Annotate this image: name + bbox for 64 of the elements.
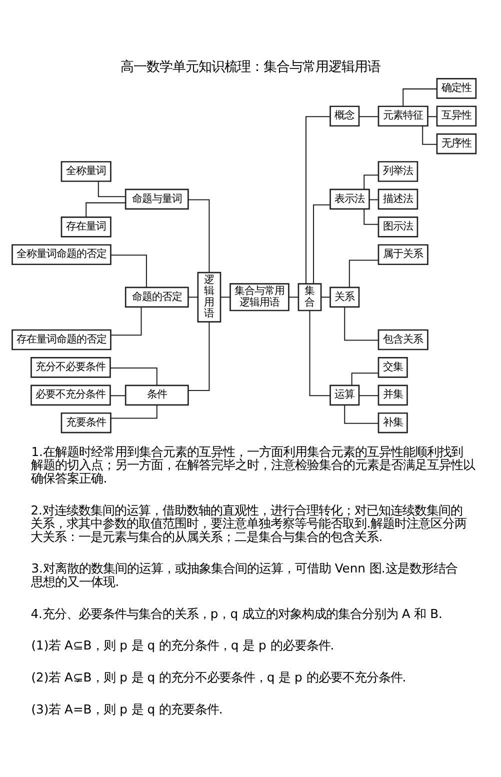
node-box: 关系 bbox=[330, 286, 360, 308]
connector bbox=[98, 180, 126, 197]
node-box: 充要条件 bbox=[60, 412, 112, 433]
connector bbox=[402, 88, 437, 106]
connector bbox=[111, 306, 142, 336]
connector bbox=[359, 394, 378, 396]
node-box: 描述法 bbox=[378, 188, 418, 210]
connector bbox=[351, 372, 378, 385]
connector bbox=[344, 306, 378, 340]
connector bbox=[369, 198, 378, 200]
connector bbox=[188, 296, 198, 298]
node-box: 交集 bbox=[378, 356, 408, 378]
node-box: 命题与量词 bbox=[124, 188, 189, 210]
label: 2.对连续数集间的运算，借助数轴的直观性，进行合理转化；对已知连续数集间的关系，求其中参数的取值范围时，要注意单独考察等号能否取到.解题时注意区分两大关系：一是元素与集合的从属关系；二是集合与集合的包含关系. bbox=[30, 502, 467, 544]
node-box: 命题的否定 bbox=[124, 286, 189, 308]
node-box: 集合与常用逻辑用语 bbox=[230, 282, 290, 311]
label: 1.在解题时经常用到集合元素的互异性，一方面利用集合元素的互异性能顺利找到解题的切入点；另一方面，在解答完毕之时，注意检验集合的元素是否满足互异性以确保答案正确. bbox=[31, 444, 476, 485]
connector bbox=[220, 296, 230, 298]
node-box: 无序性 bbox=[436, 132, 477, 154]
node-box: 列举法 bbox=[378, 160, 418, 182]
connector bbox=[86, 202, 126, 217]
connector bbox=[305, 116, 330, 284]
node-box: 存在量词命题的否定 bbox=[12, 328, 112, 350]
connector bbox=[309, 310, 330, 396]
connector bbox=[110, 254, 147, 287]
connector bbox=[321, 296, 330, 298]
connector bbox=[110, 394, 126, 396]
label: (1)若 A⊆B，则 p 是 q 的充分条件，q 是 p 的必要条件. bbox=[31, 638, 334, 652]
connector bbox=[188, 198, 210, 272]
node-box: 必要不充分条件 bbox=[30, 384, 111, 406]
connector bbox=[188, 322, 210, 391]
node-box: 元素特征 bbox=[378, 105, 428, 126]
node-box: 表示法 bbox=[330, 188, 370, 210]
connector bbox=[344, 404, 378, 424]
node-box: 全称量词 bbox=[60, 160, 112, 182]
node-box: 逻辑用语 bbox=[197, 271, 222, 322]
diagram-title: 高一数学单元知识梳理：集合与常用逻辑用语 bbox=[120, 59, 380, 74]
connector bbox=[110, 404, 158, 418]
connector bbox=[313, 204, 330, 284]
node-box: 概念 bbox=[330, 105, 360, 126]
node-box: 属于关系 bbox=[378, 244, 428, 265]
label: 4.充分、必要条件与集合的关系，p，q 成立的对象构成的集合分别为 A 和 B. bbox=[30, 606, 442, 620]
node-box: 条件 bbox=[124, 384, 189, 406]
connector bbox=[359, 116, 378, 117]
connector bbox=[428, 116, 437, 117]
node-box: 补集 bbox=[378, 412, 408, 433]
node-box: 全称量词命题的否定 bbox=[12, 244, 112, 265]
label: (3)若 A=B，则 p 是 q 的充要条件. bbox=[31, 702, 223, 716]
connector bbox=[348, 259, 378, 287]
label: 3.对离散的数集间的运算，或抽象集合间的运算，可借助 Venn 图.这是数形结合思想的又一体现. bbox=[31, 561, 458, 589]
connector bbox=[110, 366, 158, 385]
node-box: 集合 bbox=[298, 282, 322, 311]
connector bbox=[288, 296, 298, 298]
node-box: 互异性 bbox=[436, 105, 477, 126]
node-box: 确定性 bbox=[436, 78, 477, 98]
node-box: 并集 bbox=[378, 384, 408, 406]
node-box: 充分不必要条件 bbox=[30, 356, 111, 378]
node-box: 包含关系 bbox=[378, 328, 428, 350]
connector bbox=[422, 125, 437, 144]
connector bbox=[364, 174, 378, 189]
node-box: 图示法 bbox=[378, 216, 418, 237]
node-box: 存在量词 bbox=[60, 216, 112, 237]
node-box: 运算 bbox=[330, 384, 360, 406]
label: (2)若 A⊊B，则 p 是 q 的充分不必要条件，q 是 p 的必要不充分条件. bbox=[31, 670, 406, 684]
